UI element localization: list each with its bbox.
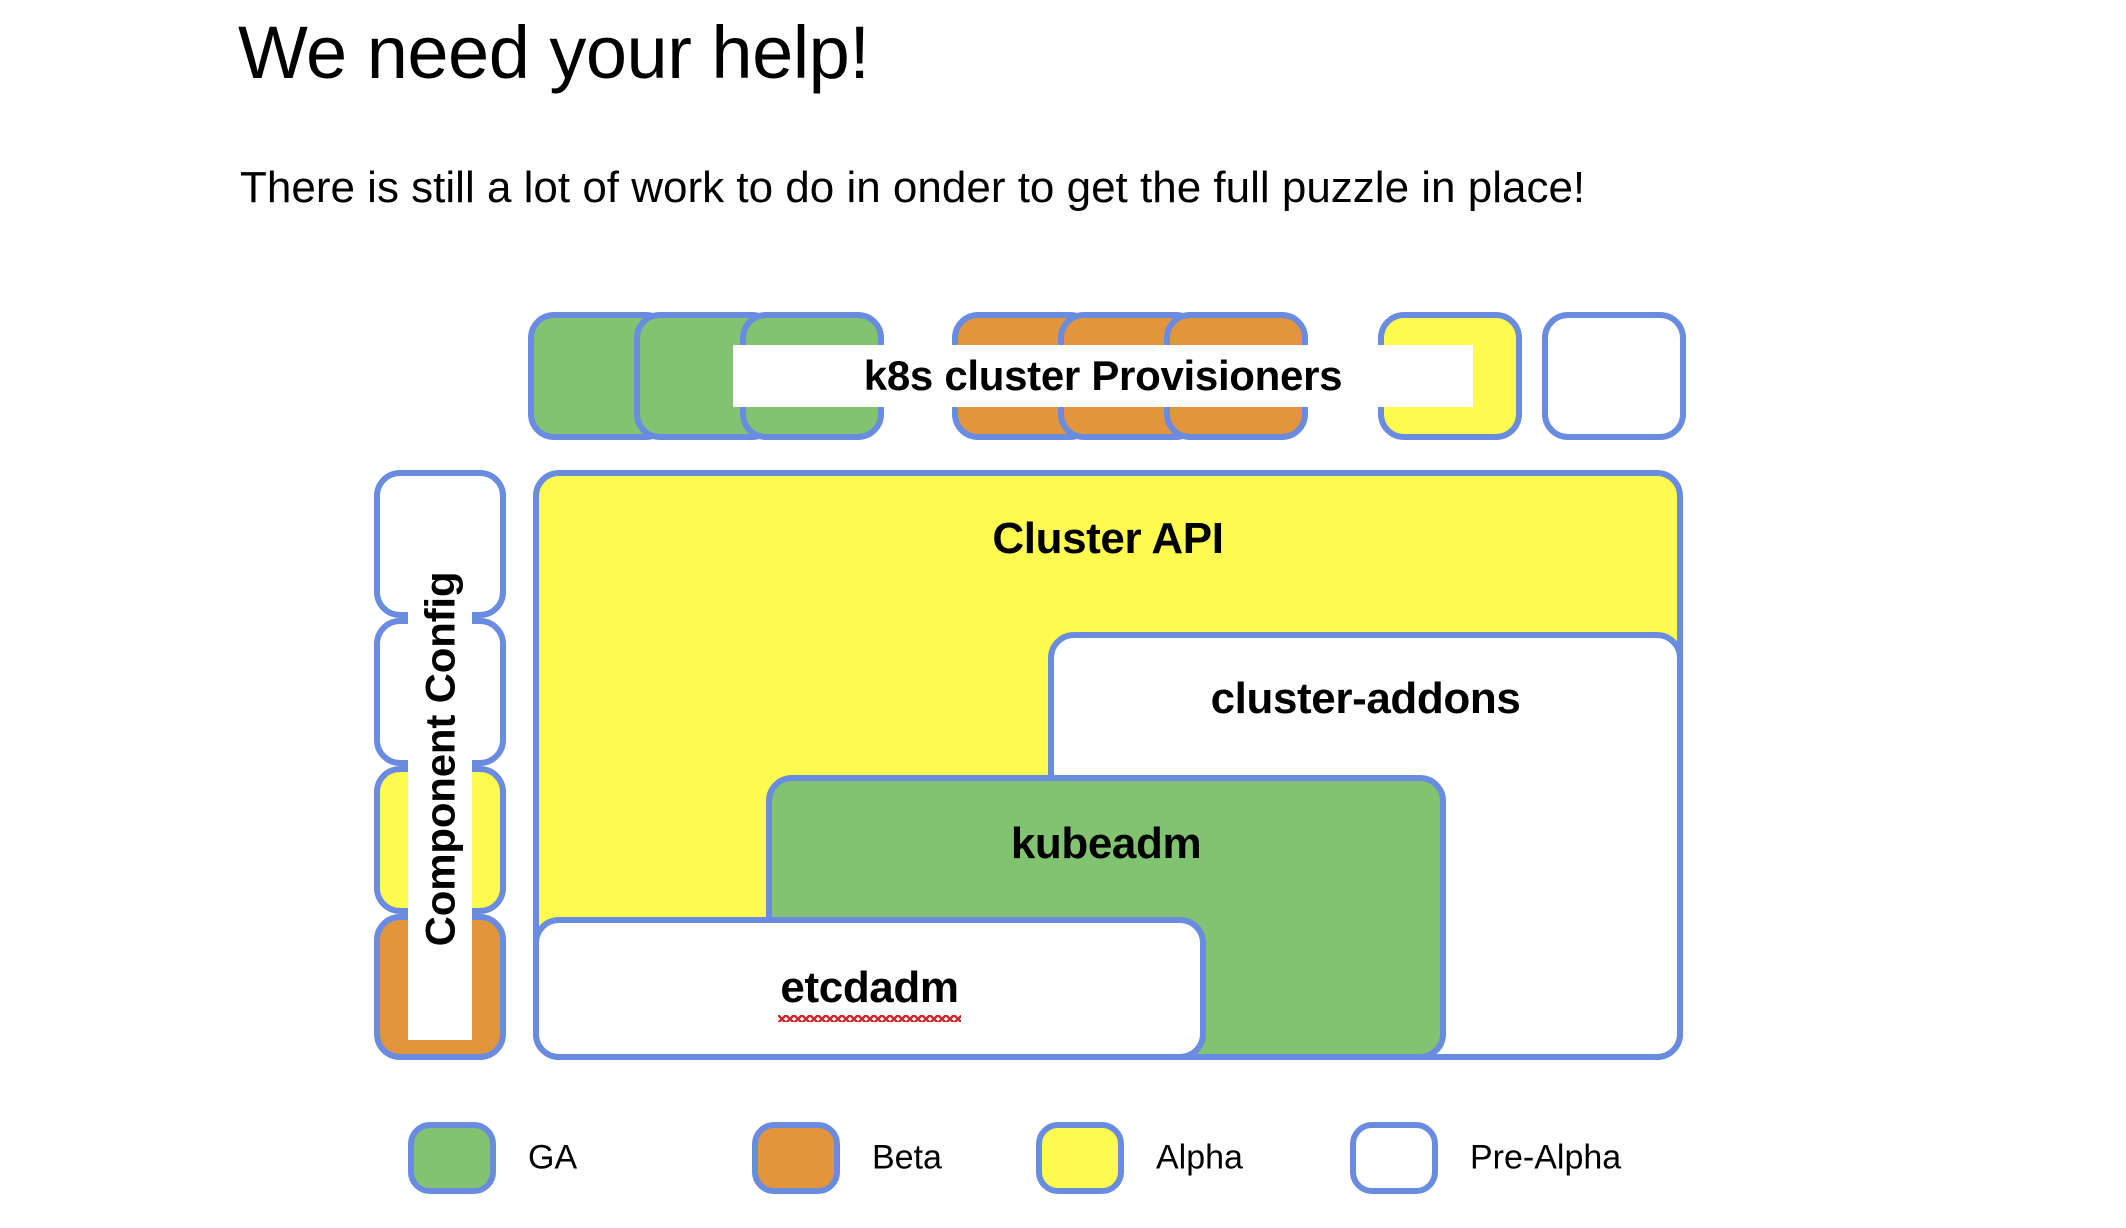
provisioner-tile-8[interactable] <box>1542 312 1686 440</box>
legend-swatch-pre-alpha <box>1350 1122 1438 1194</box>
box-etcdadm-label: etcdadm <box>539 963 1200 1022</box>
box-etcdadm-label-text: etcdadm <box>778 963 961 1022</box>
provisioners-label: k8s cluster Provisioners <box>733 345 1473 407</box>
legend-swatch-beta <box>752 1122 840 1194</box>
legend-label-alpha: Alpha <box>1156 1138 1243 1177</box>
box-etcdadm[interactable]: etcdadm <box>533 917 1206 1060</box>
box-cluster-api-label: Cluster API <box>992 514 1224 563</box>
box-cluster-addons-label: cluster-addons <box>1210 674 1521 723</box>
component-config-label-text: Component Config <box>416 571 463 947</box>
legend-label-ga: GA <box>528 1138 578 1177</box>
legend-swatch-ga <box>408 1122 496 1194</box>
page-subtitle: There is still a lot of work to do in on… <box>240 163 1586 212</box>
box-kubeadm-label: kubeadm <box>1010 819 1202 868</box>
legend-label-pre-alpha: Pre-Alpha <box>1470 1138 1622 1177</box>
component-config-label: Component Config <box>408 478 472 1040</box>
legend-swatch-alpha <box>1036 1122 1124 1194</box>
page-title: We need your help! <box>238 11 870 94</box>
legend-label-beta: Beta <box>872 1138 942 1177</box>
